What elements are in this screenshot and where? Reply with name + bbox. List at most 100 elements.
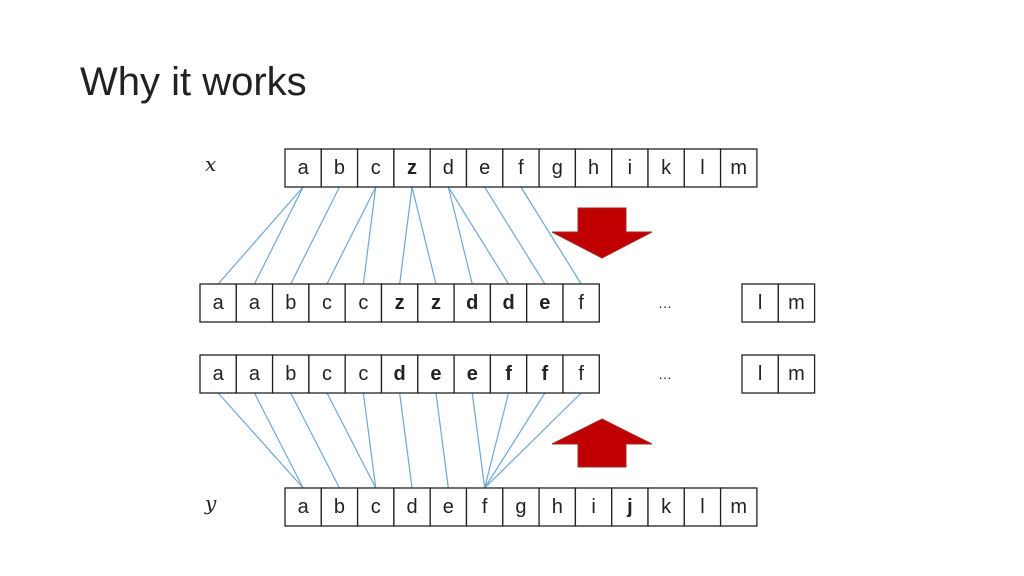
up-arrow-icon bbox=[551, 418, 653, 468]
sequence-y-cell: m bbox=[719, 487, 758, 527]
cell-letter: c bbox=[371, 496, 381, 518]
ellipsis-text: … bbox=[658, 295, 672, 311]
upsampled-y-cell: e bbox=[453, 354, 492, 394]
mapping-line bbox=[290, 392, 340, 489]
cell-letter: k bbox=[661, 496, 672, 518]
sequence-x-cell: c bbox=[356, 148, 395, 188]
sequence-x-cell: l bbox=[683, 148, 722, 188]
cell-letter: f bbox=[482, 496, 488, 518]
cell-letter: h bbox=[588, 157, 599, 179]
upsampled-y-cell: b bbox=[271, 354, 310, 394]
cell-letter: a bbox=[213, 363, 225, 385]
cell-box bbox=[719, 148, 758, 188]
cell-letter: d bbox=[406, 496, 417, 518]
cell-letter: m bbox=[730, 496, 747, 518]
cell-letter: e bbox=[443, 496, 454, 518]
ellipsis-text: … bbox=[658, 366, 672, 382]
mapping-line bbox=[399, 392, 413, 489]
cell-box bbox=[235, 283, 274, 323]
upsampled-x-cell: z bbox=[417, 283, 455, 323]
sequence-y-cell: d bbox=[393, 487, 431, 527]
cell-box bbox=[465, 487, 504, 527]
upsampled-y-cell: a bbox=[235, 354, 274, 394]
cell-letter: j bbox=[626, 496, 633, 518]
cell-letter: z bbox=[395, 292, 405, 314]
cell-letter: b bbox=[285, 363, 296, 385]
cell-letter: z bbox=[407, 157, 417, 179]
cell-letter: z bbox=[431, 292, 441, 314]
mapping-line bbox=[362, 392, 377, 489]
cell-letter: d bbox=[466, 292, 478, 314]
cell-box bbox=[526, 354, 564, 394]
cell-letter: l bbox=[758, 363, 762, 385]
sequence-y-cell: c bbox=[356, 487, 395, 527]
upsampled-x-cell: z bbox=[380, 283, 419, 323]
mapping-line bbox=[253, 392, 304, 489]
cell-letter: e bbox=[479, 157, 490, 179]
cell-box bbox=[380, 283, 419, 323]
sequence-y-cell: b bbox=[320, 487, 359, 527]
cell-letter: e bbox=[467, 363, 478, 385]
cell-letter: f bbox=[505, 363, 512, 385]
cell-letter: k bbox=[661, 157, 672, 179]
cell-letter: f bbox=[542, 363, 549, 385]
cell-box bbox=[502, 487, 540, 527]
upsampled-y-cell: f bbox=[489, 354, 528, 394]
cell-box bbox=[344, 354, 383, 394]
sequence-y-cell: l bbox=[683, 487, 722, 527]
upsampled-x-cell: d bbox=[453, 283, 492, 323]
cell-box bbox=[308, 283, 346, 323]
cell-box bbox=[320, 487, 359, 527]
cell-letter: d bbox=[502, 292, 514, 314]
sequence-y-cell: f bbox=[465, 487, 504, 527]
cell-box bbox=[574, 148, 613, 188]
cell-letter: a bbox=[213, 292, 225, 314]
sequence-y-cell: e bbox=[429, 487, 468, 527]
cell-letter: i bbox=[591, 496, 595, 518]
cell-letter: f bbox=[578, 363, 584, 385]
mapping-line bbox=[326, 392, 377, 489]
cell-box bbox=[647, 148, 685, 188]
cell-letter: g bbox=[552, 157, 563, 179]
cell-box bbox=[356, 487, 395, 527]
mapping-line bbox=[447, 186, 473, 285]
cell-letter: g bbox=[515, 496, 526, 518]
cell-box bbox=[453, 354, 492, 394]
mapping-line bbox=[411, 186, 437, 285]
cell-letter: a bbox=[298, 157, 310, 179]
sequence-x-cell: f bbox=[502, 148, 540, 188]
sequence-x-cell: i bbox=[611, 148, 649, 188]
mapping-line bbox=[520, 186, 582, 285]
upsampled-y-cell: f bbox=[526, 354, 564, 394]
cell-letter: c bbox=[322, 292, 332, 314]
cell-box bbox=[741, 283, 779, 323]
cell-box bbox=[271, 354, 310, 394]
cell-box bbox=[356, 148, 395, 188]
slide-title: Why it works bbox=[80, 60, 307, 104]
upsampled-x-tail-cell: m bbox=[777, 283, 816, 323]
upsampled-y-tail-cell: l bbox=[741, 354, 779, 394]
sequence-y-cell: a bbox=[284, 487, 322, 527]
upsampled-x-cell: f bbox=[562, 283, 600, 323]
cell-letter: m bbox=[788, 292, 805, 314]
upsampled-y-cell: c bbox=[344, 354, 383, 394]
mapping-line bbox=[484, 392, 582, 489]
mapping-line bbox=[484, 392, 546, 489]
down-arrow-icon bbox=[551, 207, 653, 259]
upsampled-y-cell: d bbox=[380, 354, 419, 394]
cell-box bbox=[235, 354, 274, 394]
cell-letter: e bbox=[539, 292, 550, 314]
cell-letter: d bbox=[394, 363, 406, 385]
sequence-x-cell: a bbox=[284, 148, 322, 188]
cell-letter: d bbox=[443, 157, 454, 179]
cell-box bbox=[611, 487, 649, 527]
upsampled-y-cell: f bbox=[562, 354, 600, 394]
cell-box bbox=[562, 354, 600, 394]
upsampled-x-cell: d bbox=[489, 283, 528, 323]
mapping-line bbox=[447, 186, 510, 285]
